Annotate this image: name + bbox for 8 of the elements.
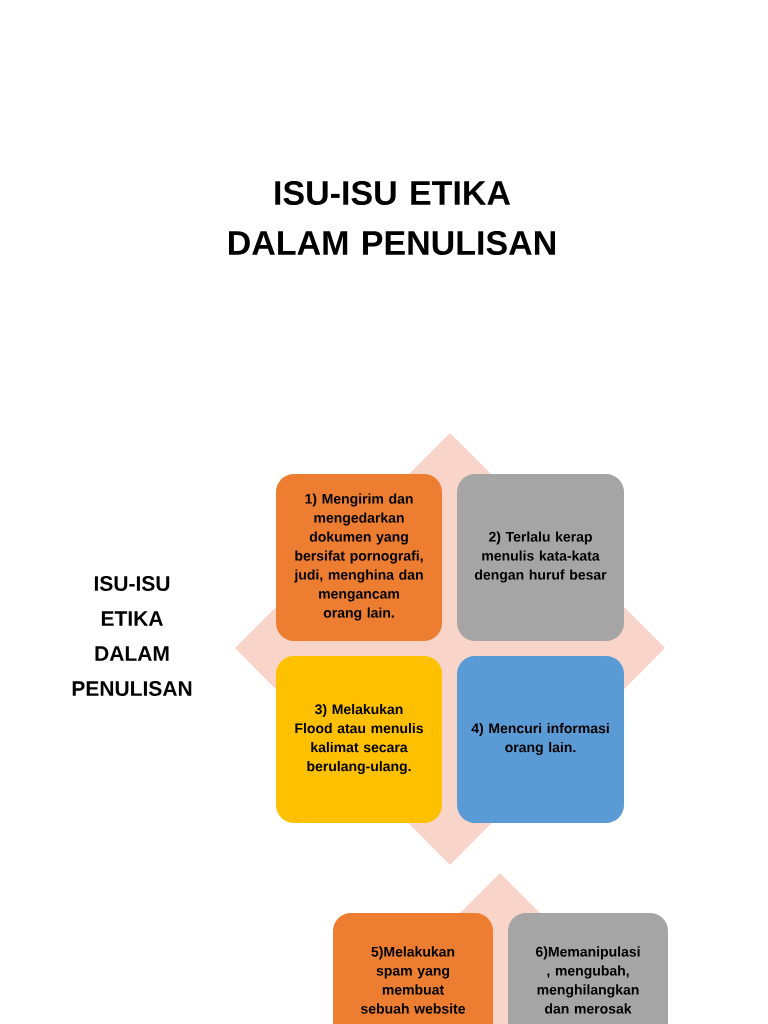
process-box: 1) Mengirim dan mengedarkan dokumen yang bersifat pornografi, judi, menghina dan mengancam orang lain. xyxy=(276,474,442,641)
side-heading: ISU-ISU ETIKA DALAM PENULISAN xyxy=(72,576,192,696)
process-box: 5)Melakukan spam yang membuat sebuah website xyxy=(333,913,493,1024)
process-box: 2) Terlalu kerap menulis kata-kata dengan huruf besar xyxy=(457,474,624,641)
process-box: 3) Melakukan Flood atau menulis kalimat secara berulang-ulang. xyxy=(276,656,442,823)
process-box: 6)Memanipulasi , mengubah, menghilangkan dan merosak xyxy=(508,913,668,1024)
title: ISU-ISU ETIKA DALAM PENULISAN xyxy=(229,180,555,256)
process-box: 4) Mencuri informasi orang lain. xyxy=(457,656,624,823)
